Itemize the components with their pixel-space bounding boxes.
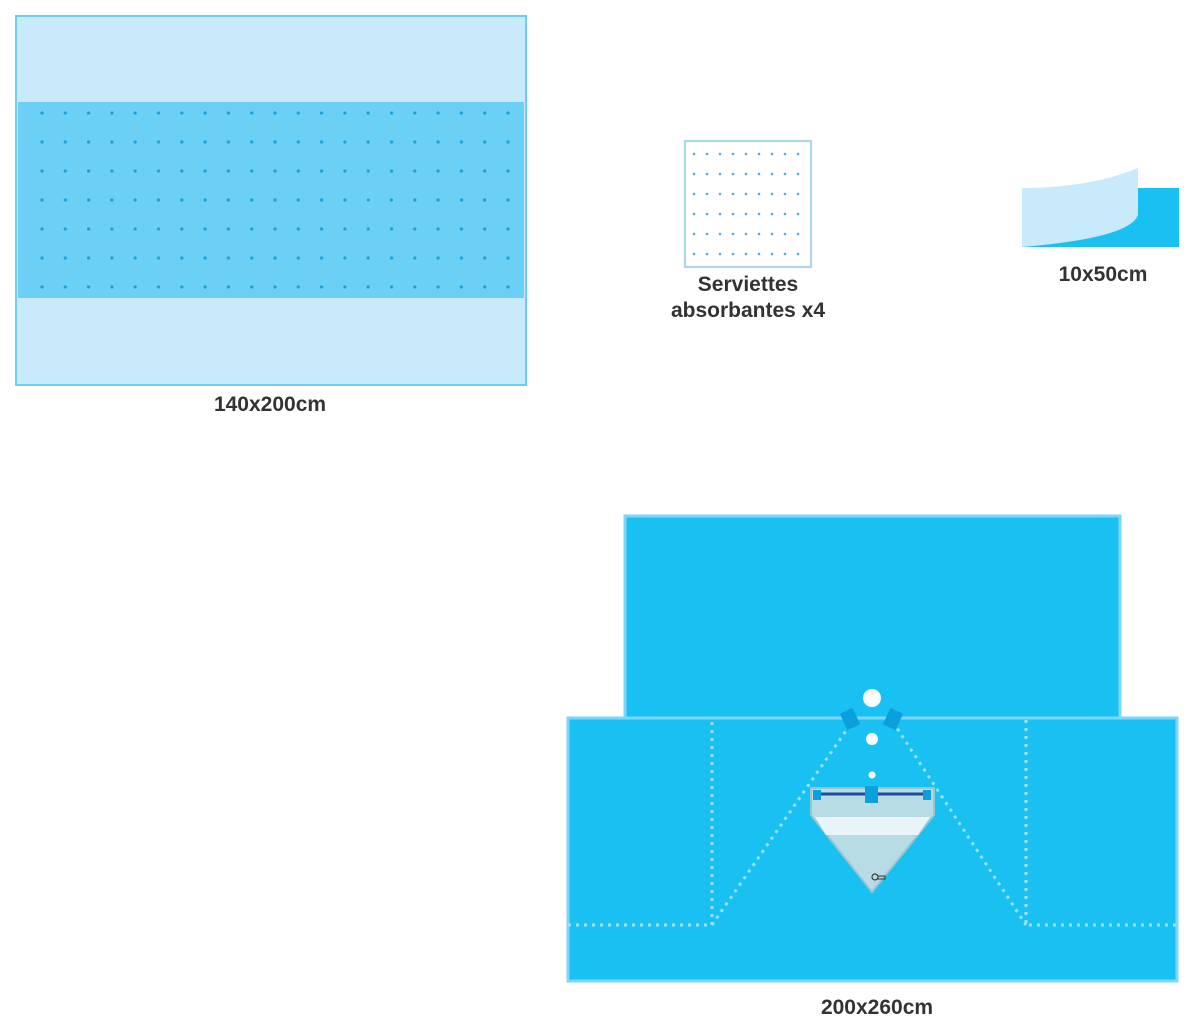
label-absorbent-towels: Serviettes absorbantes x4 — [670, 273, 826, 322]
adhesive-tape-10x50 — [1022, 168, 1179, 247]
fold-lines — [568, 720, 1177, 927]
absorbent-towel — [684, 140, 812, 268]
label-tape-10x50: 10x50cm — [1058, 263, 1148, 286]
collection-pouch — [810, 786, 935, 894]
dot-pattern — [30, 102, 520, 298]
drape-200x260 — [566, 514, 1179, 983]
drape-140x200 — [15, 15, 527, 386]
label-drape-140x200: 140x200cm — [213, 393, 327, 416]
label-drape-200x260: 200x260cm — [820, 996, 934, 1019]
